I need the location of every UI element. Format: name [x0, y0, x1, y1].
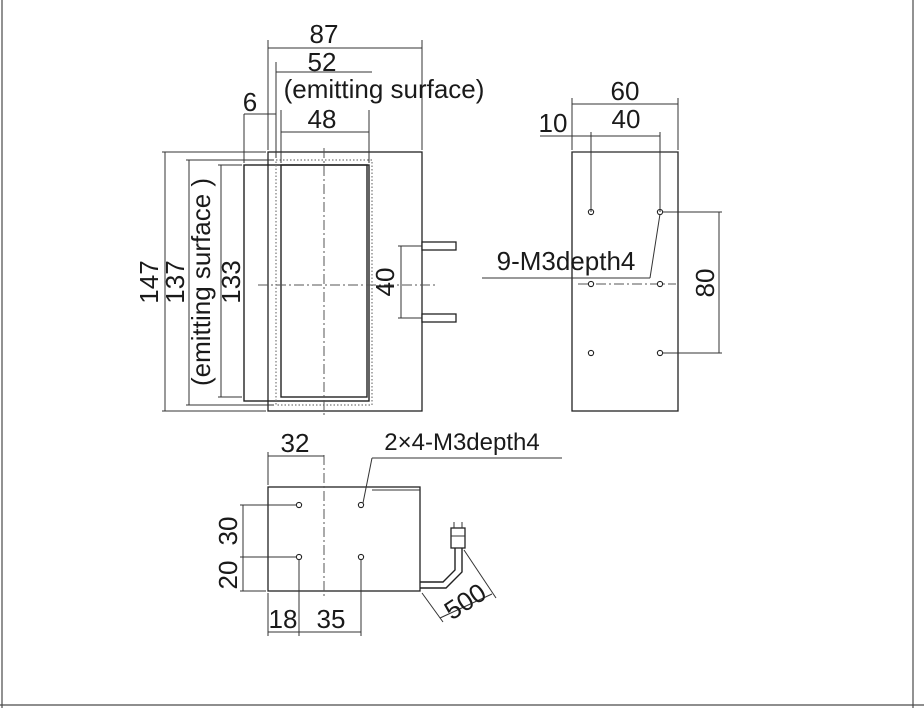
front-view: 87 52 (emitting surface) 6 48 147 137 (e…: [134, 19, 484, 418]
bottom-view: 32 2×4-M3depth4 30 20 18 35 500: [213, 428, 562, 636]
side-callout-leader: [649, 213, 661, 279]
bottom-hole: [295, 501, 303, 509]
side-hole: [587, 280, 595, 288]
dim-137-note: (emitting surface ): [186, 178, 216, 386]
side-housing: [571, 151, 679, 412]
dim-52-label: 52: [308, 47, 337, 77]
dim-500-label: 500: [439, 577, 492, 626]
bottom-hole: [357, 501, 365, 509]
dim-20-label: 20: [213, 561, 243, 590]
dim-500-ext-right: [463, 549, 497, 599]
dim-48-label: 48: [308, 104, 337, 134]
cable-connector: [450, 527, 466, 549]
front-pin-bottom: [421, 313, 457, 323]
cable-inner: [420, 548, 456, 583]
side-hole-callout: 9-M3depth4: [497, 246, 636, 276]
dim-40-side-label: 40: [612, 104, 641, 134]
dim-32-label: 32: [281, 428, 310, 458]
dim-52-note: (emitting surface): [284, 74, 485, 104]
bottom-hole-callout: 2×4-M3depth4: [384, 429, 539, 456]
dim-18-label: 18: [269, 604, 298, 634]
dim-133-label: 133: [216, 260, 246, 303]
bottom-hole: [295, 553, 303, 561]
dim-80-label: 80: [690, 269, 720, 298]
front-housing: [267, 151, 423, 412]
dim-87-label: 87: [310, 19, 339, 49]
dim-500-ext-left: [421, 592, 444, 623]
front-pin-top: [421, 241, 457, 251]
bottom-hole: [357, 553, 365, 561]
dim-500-line: [439, 593, 493, 619]
bottom-housing: [267, 486, 421, 592]
side-view: 60 10 40 80 9-M3depth4: [482, 76, 722, 412]
dim-10-label: 10: [539, 108, 568, 138]
dim-6-label: 6: [243, 87, 257, 117]
dim-35-label: 35: [317, 604, 346, 634]
bottom-callout-leader: [362, 457, 373, 504]
dim-147-label: 147: [134, 260, 164, 303]
dim-40-label: 40: [370, 268, 400, 297]
side-hole: [656, 280, 664, 288]
side-hole: [587, 349, 595, 357]
dim-60-label: 60: [611, 76, 640, 106]
dim-30-label: 30: [213, 517, 243, 546]
dim-137-label: 137: [160, 260, 190, 303]
side-hole: [656, 349, 664, 357]
cable-outer: [420, 548, 463, 589]
